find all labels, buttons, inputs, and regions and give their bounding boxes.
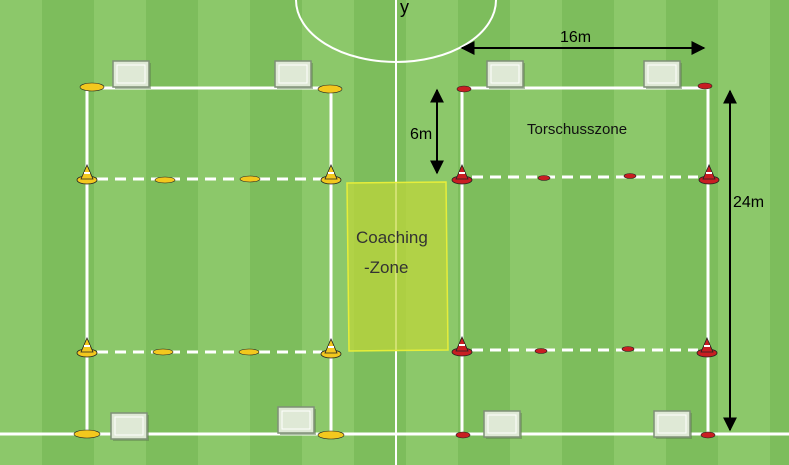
disc-marker-icon <box>700 431 716 439</box>
depth-label: 6m <box>410 126 432 143</box>
coaching-zone: Coaching -Zone <box>346 181 449 352</box>
grass-stripe <box>146 0 198 465</box>
mini-goal-icon <box>110 412 149 441</box>
disc-marker-icon <box>537 175 551 181</box>
cone-icon <box>76 163 98 185</box>
disc-marker-icon <box>79 82 105 92</box>
cone-icon <box>451 335 473 357</box>
disc-marker-icon <box>239 175 261 183</box>
cone-icon <box>320 163 342 185</box>
disc-marker-icon <box>317 84 343 94</box>
mini-goal-icon <box>653 410 692 439</box>
mini-goal-icon <box>112 60 151 89</box>
mini-goal-icon <box>483 410 522 439</box>
grass-stripe <box>718 0 770 465</box>
disc-marker-icon <box>238 348 260 356</box>
coaching-zone-label-line2: -Zone <box>364 258 408 277</box>
disc-marker-icon <box>456 85 472 93</box>
disc-marker-icon <box>621 346 635 352</box>
disc-marker-icon <box>154 176 176 184</box>
top-title-fragment: y <box>400 0 409 17</box>
left-field-boundary <box>85 86 333 436</box>
grass-stripe <box>198 0 250 465</box>
cone-icon <box>698 163 720 185</box>
right-field-boundary <box>460 86 710 436</box>
right-field <box>460 86 710 436</box>
equipment <box>73 60 720 441</box>
disc-marker-icon <box>623 173 637 179</box>
cone-icon <box>696 336 718 358</box>
cone-icon <box>76 336 98 358</box>
disc-marker-icon <box>534 348 548 354</box>
coaching-zone-label-line1: Coaching <box>356 228 428 247</box>
grass-stripe <box>770 0 789 465</box>
disc-marker-icon <box>152 348 174 356</box>
mini-goal-icon <box>277 406 316 435</box>
mini-goal-icon <box>486 60 525 89</box>
length-label: 24m <box>733 194 764 211</box>
mini-goal-icon <box>274 60 313 89</box>
left-field <box>85 86 333 436</box>
coaching-zone-area <box>346 181 449 352</box>
dimension-markers: 16m 6m 24m <box>410 29 764 432</box>
disc-marker-icon <box>73 429 101 439</box>
disc-marker-icon <box>455 431 471 439</box>
grass-stripe <box>42 0 94 465</box>
cone-icon <box>320 337 342 359</box>
mini-goal-icon <box>643 60 682 89</box>
shooting-zone-label: Torschusszone <box>527 121 627 138</box>
cone-icon <box>451 163 473 185</box>
center-circle <box>295 0 497 63</box>
disc-marker-icon <box>697 82 713 90</box>
disc-marker-icon <box>317 430 345 440</box>
width-label: 16m <box>560 29 591 46</box>
grass-stripe <box>0 0 42 465</box>
grass-stripe <box>562 0 614 465</box>
